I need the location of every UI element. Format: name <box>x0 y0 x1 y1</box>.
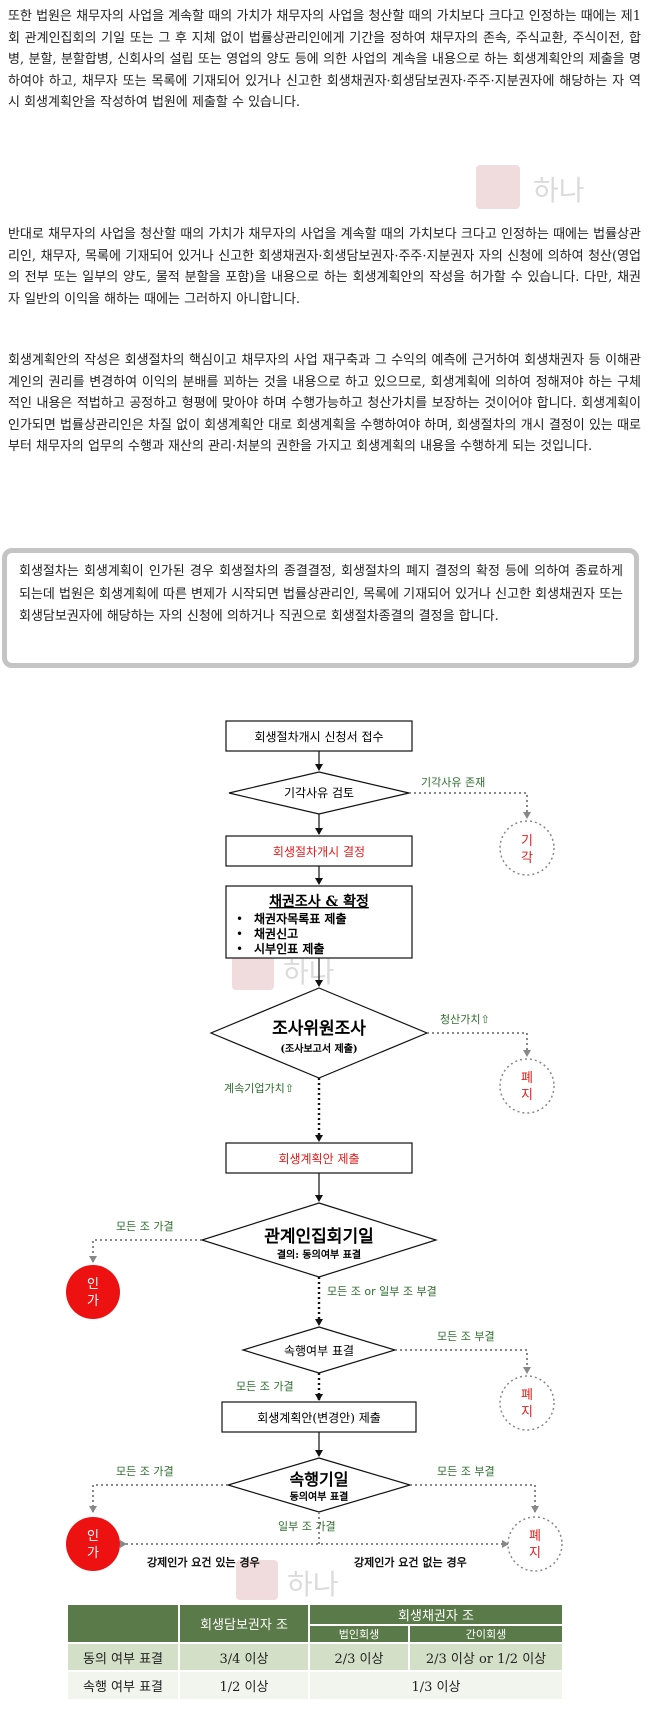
end-dismiss <box>499 820 555 876</box>
force-approve-yes: 강제인가 요건 있는 경우 <box>147 1555 260 1569</box>
node-meeting-title: 관계인집회기일 <box>264 1227 373 1247</box>
node-claim-title: 채권조사 & 확정 <box>269 893 369 910</box>
node-examiner-sub: (조사보고서 제출) <box>280 1042 357 1055</box>
end-abolish-3 <box>507 1516 563 1572</box>
branch-liquidation-value: 청산가치⇧ <box>440 1013 490 1026</box>
sub-corp: 법인회생 <box>309 1625 410 1643</box>
row-consent-secured: 3/4 이상 <box>179 1642 310 1671</box>
node-plan-submission <box>225 1142 413 1174</box>
row-consent-corp: 2/3 이상 <box>309 1642 410 1671</box>
svg-text:각: 각 <box>521 851 533 866</box>
node-examiner-title: 조사위원조사 <box>272 1019 366 1039</box>
node-application <box>225 720 413 752</box>
claim-item-2: 채권신고 <box>254 926 298 941</box>
end-approve-1 <box>66 1265 120 1319</box>
force-approve-no: 강제인가 요건 없는 경우 <box>354 1555 467 1569</box>
watermark-top: 하나 <box>476 165 585 209</box>
svg-text:폐: 폐 <box>521 1388 533 1403</box>
branch-partial-approve: 일부 조 가결 <box>278 1519 336 1533</box>
node-review-label: 기각사유 검토 <box>284 786 354 800</box>
branch-continuation-reject: 모든 조 부결 <box>437 1330 495 1343</box>
row-continuation-label: 속행 여부 표결 <box>68 1670 180 1699</box>
svg-text:•: • <box>236 912 243 926</box>
svg-text:지: 지 <box>521 1405 533 1420</box>
node-revised-plan-label: 회생계획안(변경안) 제출 <box>257 1411 381 1425</box>
svg-text:폐: 폐 <box>529 1529 541 1544</box>
watermark-text-2: 하나 <box>283 956 335 989</box>
svg-text:•: • <box>236 927 243 941</box>
end-abolish-1 <box>499 1058 555 1114</box>
row-continuation-creditor: 1/3 이상 <box>309 1670 562 1699</box>
paragraph-1: 또한 법원은 채무자의 사업을 계속할 때의 가치가 채무자의 사업을 청산할 … <box>8 9 641 110</box>
branch-continued-approve: 모든 조 가결 <box>116 1465 174 1478</box>
branch-meeting-approve: 모든 조 가결 <box>116 1220 174 1233</box>
watermark-text-3: 하나 <box>287 1568 339 1601</box>
sub-simple: 간이회생 <box>409 1625 562 1643</box>
node-plan-submission-label: 회생계획안 제출 <box>278 1152 359 1166</box>
svg-text:가: 가 <box>87 1294 99 1309</box>
claim-item-1: 채권자목록표 제출 <box>254 911 347 926</box>
svg-text:지: 지 <box>529 1546 541 1561</box>
claim-item-3: 시부인표 제출 <box>254 941 324 956</box>
voting-threshold-table: 회생담보권자 조 회생채권자 조 법인회생 간이회생 동의 여부 표결 3/4 … <box>68 1605 562 1699</box>
node-continued-date-sub: 동의여부 표결 <box>290 1490 349 1503</box>
summary-text: 회생절차는 회생계획이 인가된 경우 회생절차의 종결결정, 회생절차의 폐지 … <box>19 564 623 624</box>
branch-dismiss-reason: 기각사유 존재 <box>421 776 485 789</box>
end-abolish-2 <box>499 1375 555 1431</box>
paragraph-3: 회생계획안의 작성은 회생절차의 핵심이고 채무자의 사업 재구축과 그 수익의… <box>8 353 641 454</box>
node-commencement-label: 회생절차개시 결정 <box>273 845 365 859</box>
node-claim-investigation <box>225 885 413 959</box>
node-application-label: 회생절차개시 신청서 접수 <box>254 730 383 744</box>
watermark-bottom: 하나 <box>236 1560 339 1601</box>
row-consent-simple: 2/3 이상 or 1/2 이상 <box>409 1642 562 1671</box>
row-continuation-secured: 1/2 이상 <box>179 1670 310 1699</box>
col-creditor: 회생채권자 조 <box>309 1605 562 1626</box>
watermark-text-1: 하나 <box>533 174 585 207</box>
node-continued-date-title: 속행기일 <box>290 1470 349 1489</box>
svg-text:가: 가 <box>87 1546 99 1561</box>
end-approve-2 <box>66 1517 120 1571</box>
node-continuation-vote-label: 속행여부 표결 <box>284 1343 354 1358</box>
table-corner <box>68 1605 180 1643</box>
svg-text:지: 지 <box>521 1088 533 1103</box>
col-secured: 회생담보권자 조 <box>179 1605 310 1643</box>
row-consent-label: 동의 여부 표결 <box>68 1642 180 1671</box>
summary-box: 회생절차는 회생계획이 인가된 경우 회생절차의 종결결정, 회생절차의 폐지 … <box>2 548 639 668</box>
branch-continuation-approve: 모든 조 가결 <box>236 1380 294 1393</box>
branch-meeting-reject: 모든 조 or 일부 조 부결 <box>327 1284 437 1298</box>
svg-text:•: • <box>236 942 243 956</box>
svg-text:인: 인 <box>87 1529 99 1544</box>
svg-text:기: 기 <box>521 834 533 849</box>
node-meeting-sub: 결의: 동의여부 표결 <box>277 1248 361 1261</box>
branch-continued-reject: 모든 조 부결 <box>437 1465 495 1478</box>
paragraph-2: 반대로 채무자의 사업을 청산할 때의 가치가 채무자의 사업을 계속할 때의 … <box>8 227 641 307</box>
branch-going-concern: 계속기업가치⇧ <box>224 1082 294 1095</box>
svg-text:폐: 폐 <box>521 1071 533 1086</box>
node-revised-plan <box>221 1401 417 1433</box>
svg-text:인: 인 <box>87 1277 99 1292</box>
